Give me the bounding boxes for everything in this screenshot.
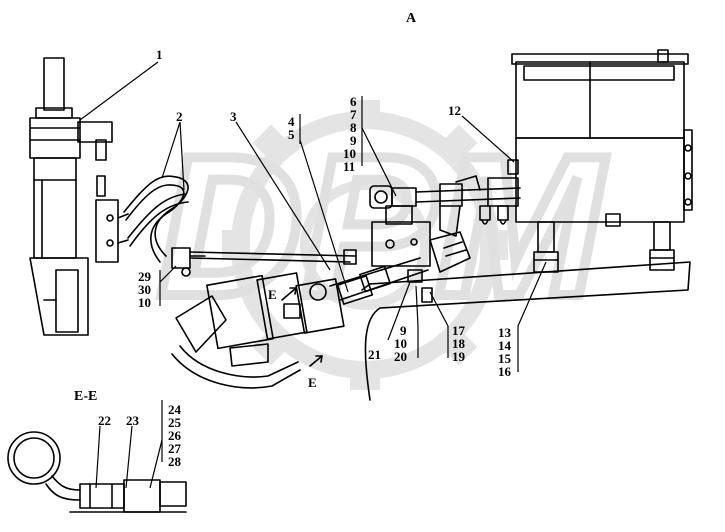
leader-lines [79,61,547,489]
section-marker-top: E [268,287,277,302]
callout-10-left: 10 [138,295,151,310]
section-arrows [281,287,323,367]
callout-12: 12 [448,103,461,118]
callout-20: 20 [394,349,407,364]
callout-30: 30 [138,282,151,297]
callout-16: 16 [498,364,511,379]
callout-8: 8 [350,120,357,135]
section-marker-bottom: E [308,375,317,390]
callout-29: 29 [138,269,151,284]
callout-11: 11 [343,159,356,174]
curved-pipe [171,345,301,389]
callout-18: 18 [452,336,465,351]
frame-rail [361,261,691,401]
left-cylinder [29,57,113,336]
callout-5: 5 [288,127,295,142]
section-detail [7,431,187,513]
callout-22: 22 [98,413,111,428]
callout-13: 13 [498,325,511,340]
callout-26: 26 [168,428,181,443]
callout-24: 24 [168,402,181,417]
callout-3: 3 [230,109,237,124]
callout-23: 23 [126,413,139,428]
long-tube [189,251,356,263]
upper-pipe [369,175,521,237]
pump-motor [175,272,345,367]
view-label-a: A [406,11,417,26]
tank [507,49,693,227]
callout-4: 4 [288,114,295,129]
tank-legs [533,221,675,273]
callout-15: 15 [498,351,511,366]
callout-10-center: 10 [394,336,407,351]
callout-1: 1 [156,47,163,62]
hose-pair [123,175,189,263]
section-view-label: E-E [74,389,98,404]
callout-9: 9 [350,133,357,148]
callout-6: 6 [350,94,357,109]
callout-25: 25 [168,415,181,430]
watermark-text: DPM [158,115,607,338]
callout-28: 28 [168,454,181,469]
callout-9-center: 9 [400,323,407,338]
callout-10: 10 [343,146,356,161]
callout-17: 17 [452,323,465,338]
callout-7: 7 [350,107,357,122]
callout-21: 21 [368,347,381,362]
watermark-gear-teeth [222,100,508,390]
callout-27: 27 [168,441,181,456]
callout-14: 14 [498,338,511,353]
callout-19: 19 [452,349,465,364]
callout-2: 2 [176,109,183,124]
left-valve-block [95,199,129,263]
